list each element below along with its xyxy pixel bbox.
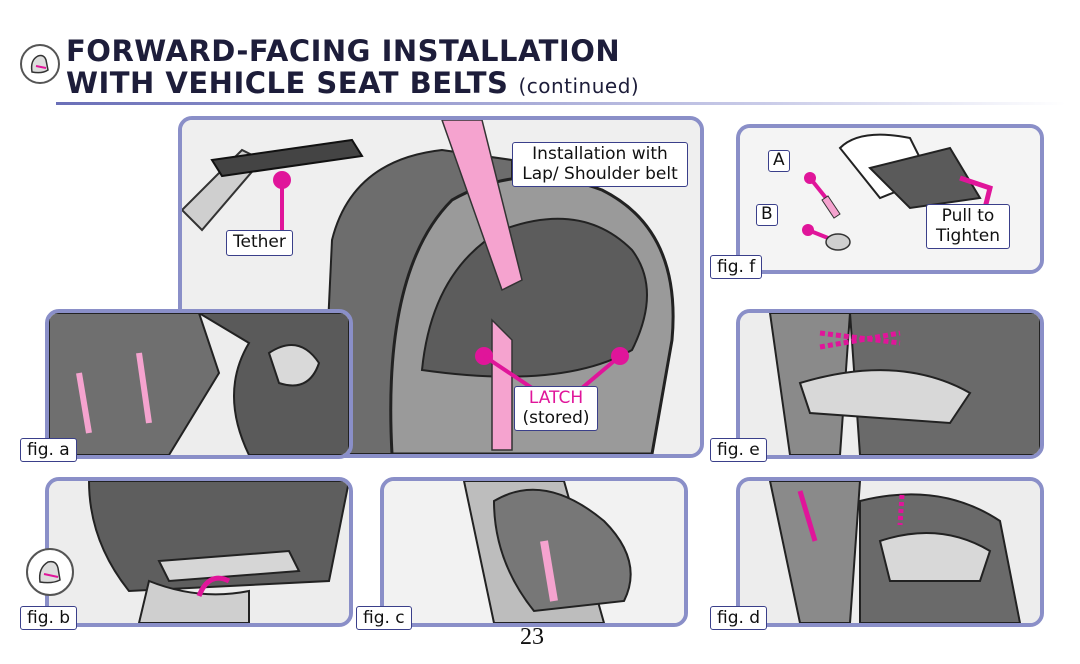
installation-callout-line1: Installation with [532,144,668,164]
latch-callout: LATCH (stored) [514,386,598,432]
title-underline [56,102,1066,105]
fig-e-illustration [740,313,1040,455]
page-header: FORWARD-FACING INSTALLATION WITH VEHICLE… [20,34,1066,106]
fig-e-panel [736,309,1044,459]
page-title-line1: FORWARD-FACING INSTALLATION [66,34,621,68]
fig-b-label: fig. b [20,606,78,630]
fig-c-illustration [384,481,684,623]
page-title-line2-text: WITH VEHICLE SEAT BELTS [66,66,509,100]
fig-d-panel [736,477,1044,627]
fig-f-illustration [740,128,1040,270]
fig-c-panel [380,477,688,627]
installation-callout-line2: Lap/ Shoulder belt [522,163,678,184]
latch-label: LATCH [528,388,584,408]
tighten-label: Tighten [935,225,1001,246]
fig-c-label: fig. c [356,606,412,630]
fig-b-illustration [49,481,349,623]
pull-to-tighten-callout: Pull to Tighten [926,204,1010,250]
fig-d-illustration [740,481,1040,623]
pull-to-label: Pull to [941,206,995,226]
forward-facing-seat-icon [20,44,60,84]
page-title-line2: WITH VEHICLE SEAT BELTS (continued) [66,66,639,100]
fig-a-panel [45,309,353,459]
fig-f-label: fig. f [710,255,763,279]
stored-label: (stored) [522,407,590,428]
installation-callout: Installation with Lap/ Shoulder belt [512,142,688,188]
label-b: B [756,204,778,226]
fig-d-label: fig. d [710,606,768,630]
fig-a-label: fig. a [20,438,77,462]
fig-b-panel [45,477,353,627]
fig-a-illustration [49,313,349,455]
tether-callout: Tether [226,230,293,256]
label-a: A [768,150,790,172]
fig-f-panel: A B Pull to Tighten [736,124,1044,274]
page-number: 23 [520,624,544,650]
forward-facing-badge-icon [26,548,74,596]
fig-e-label: fig. e [710,438,767,462]
title-continued: (continued) [518,74,640,98]
